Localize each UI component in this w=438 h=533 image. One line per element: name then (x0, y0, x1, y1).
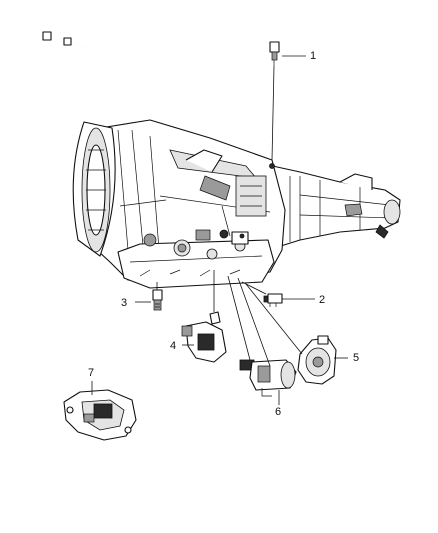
dipstick-tube (42, 31, 105, 125)
callout-4: 4 (170, 340, 177, 352)
part-5-module (245, 283, 348, 385)
callout-5: 5 (353, 352, 360, 364)
callout-2: 2 (319, 294, 326, 306)
part-2-sensor (241, 281, 315, 307)
callout-1: 1 (310, 50, 317, 62)
part-6-sensor (227, 275, 297, 405)
part-1-sensor (269, 41, 306, 161)
part-4-solenoid (181, 270, 227, 363)
part-7-cover (63, 381, 137, 441)
transmission-assembly (72, 119, 401, 289)
callout-7: 7 (88, 367, 95, 379)
callout-3: 3 (121, 297, 128, 309)
part-3-sensor (135, 282, 163, 311)
callout-6: 6 (275, 406, 282, 418)
